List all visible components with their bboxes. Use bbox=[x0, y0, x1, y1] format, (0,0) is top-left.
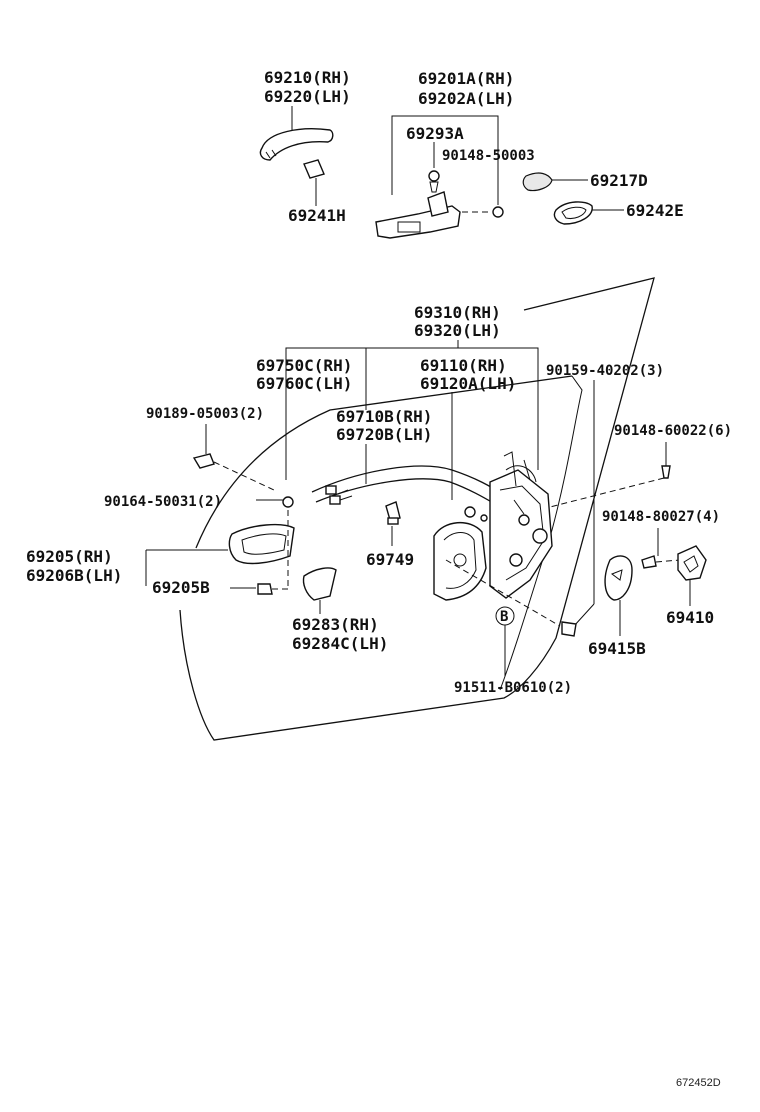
bezel-69283-group: 69283(RH) 69284C(LH) bbox=[292, 567, 388, 653]
striker-69410-icon bbox=[677, 545, 707, 581]
label-69220: 69220(LH) bbox=[264, 87, 351, 106]
cable-label-group: 69750C(RH) 69760C(LH) 69110(RH) 69120A(L… bbox=[256, 356, 664, 627]
lock-rod-clip-icon bbox=[464, 506, 488, 522]
screw-90148-80027-group: 90148-80027(4) bbox=[602, 509, 720, 569]
label-69749: 69749 bbox=[366, 550, 414, 569]
label-90148-80027: 90148-80027(4) bbox=[602, 509, 720, 525]
lock-assembly-label-group: 69310(RH) 69320(LH) bbox=[285, 303, 539, 480]
diagram-code: 672452D bbox=[676, 1077, 721, 1089]
inside-handle-part-icon bbox=[228, 510, 295, 590]
reference-b-label: B bbox=[500, 609, 508, 625]
label-69205b: 69205B bbox=[152, 578, 210, 597]
label-90159-40202: 90159-40202(3) bbox=[546, 363, 664, 379]
screw-60022-icon bbox=[661, 465, 671, 479]
bolt-91511-icon bbox=[561, 621, 577, 637]
label-69710: 69710B(RH) bbox=[336, 407, 432, 426]
inside-handle-group: 69205(RH) 69206B(LH) 69205B bbox=[26, 510, 295, 597]
door-lock-assembly-icon bbox=[489, 451, 553, 599]
handle-pad-part-icon bbox=[303, 159, 325, 179]
striker-69410-group: 69410 bbox=[666, 545, 714, 627]
door-panel-outline bbox=[179, 277, 655, 741]
label-69206: 69206B(LH) bbox=[26, 566, 122, 585]
label-69242: 69242E bbox=[626, 201, 684, 220]
label-69241: 69241H bbox=[288, 206, 346, 225]
label-90148-50003: 90148-50003 bbox=[442, 148, 535, 164]
label-90189-05003: 90189-05003(2) bbox=[146, 406, 264, 422]
outside-handle-left-group: 69210(RH) 69220(LH) 69241H bbox=[259, 68, 351, 225]
gasket-69242-icon bbox=[553, 201, 593, 225]
screw-90148-60022-group: 90148-60022(6) bbox=[545, 423, 732, 509]
gasket-parts-group: 69217D 69242E bbox=[522, 171, 684, 225]
label-69202: 69202A(LH) bbox=[418, 89, 514, 108]
rod-69710-group: 69710B(RH) 69720B(LH) bbox=[336, 407, 432, 484]
shim-69415-icon bbox=[604, 555, 633, 601]
screw-90148-icon bbox=[428, 170, 504, 218]
label-69310: 69310(RH) bbox=[414, 303, 501, 322]
outside-handle-frame-group: 69201A(RH) 69202A(LH) 69293A 90148-50003 bbox=[375, 69, 535, 239]
label-90164-50031: 90164-50031(2) bbox=[104, 494, 222, 510]
label-69217: 69217D bbox=[590, 171, 648, 190]
clip-90164-group: 90164-50031(2) bbox=[104, 494, 294, 510]
gasket-69217-icon bbox=[522, 172, 553, 192]
shim-69415-group: 69415B bbox=[588, 555, 646, 658]
clip-90189-group: 90189-05003(2) bbox=[146, 406, 275, 491]
clip-90189-icon bbox=[192, 453, 215, 469]
bracket-69749-icon bbox=[385, 501, 401, 525]
label-69293: 69293A bbox=[406, 124, 464, 143]
label-69201: 69201A(RH) bbox=[418, 69, 514, 88]
lock-actuator-icon bbox=[433, 522, 561, 627]
label-69760: 69760C(LH) bbox=[256, 374, 352, 393]
part-69749-group: 69749 bbox=[366, 501, 414, 569]
label-69320: 69320(LH) bbox=[414, 321, 501, 340]
bolt-91511-group: B 91511-B0610(2) bbox=[454, 606, 577, 696]
handle-frame-part-icon bbox=[375, 191, 461, 239]
label-69120: 69120A(LH) bbox=[420, 374, 516, 393]
label-91511-b0610: 91511-B0610(2) bbox=[454, 680, 572, 696]
bezel-69283-icon bbox=[302, 567, 337, 601]
clip-90164-icon bbox=[282, 496, 294, 508]
cable-assembly-drawing bbox=[311, 465, 507, 509]
label-69284: 69284C(LH) bbox=[292, 634, 388, 653]
screw-80027-icon bbox=[641, 555, 657, 569]
outside-handle-part-icon bbox=[259, 128, 334, 161]
screw-69205b-icon bbox=[257, 583, 288, 595]
label-69283: 69283(RH) bbox=[292, 615, 379, 634]
label-69110: 69110(RH) bbox=[420, 356, 507, 375]
label-69410: 69410 bbox=[666, 608, 714, 627]
label-69205: 69205(RH) bbox=[26, 547, 113, 566]
label-69210: 69210(RH) bbox=[264, 68, 351, 87]
label-69720: 69720B(LH) bbox=[336, 425, 432, 444]
label-69415: 69415B bbox=[588, 639, 646, 658]
label-69750: 69750C(RH) bbox=[256, 356, 352, 375]
label-90148-60022: 90148-60022(6) bbox=[614, 423, 732, 439]
reference-b-marker: B bbox=[495, 606, 515, 626]
